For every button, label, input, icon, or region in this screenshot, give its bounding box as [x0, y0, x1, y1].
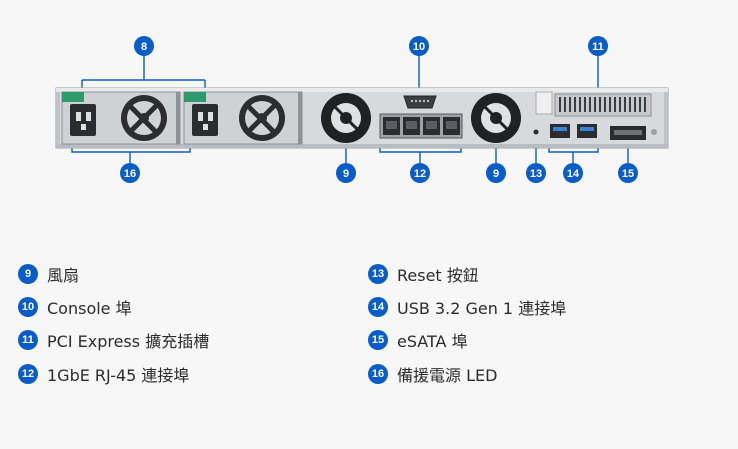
legend-badge: 16 — [368, 364, 388, 384]
legend-item-esata-port: 15 eSATA 埠 — [368, 329, 468, 351]
callout-badge-14: 14 — [563, 163, 583, 183]
legend-label: eSATA 埠 — [397, 332, 468, 351]
legend-item-fan: 9 風扇 — [18, 263, 79, 285]
legend-label: PCI Express 擴充插槽 — [47, 332, 210, 351]
legend-badge: 10 — [18, 297, 38, 317]
legend-item-redundant-power-led: 16 備援電源 LED — [368, 363, 497, 385]
leader-8 — [81, 54, 206, 98]
svg-text:9: 9 — [493, 168, 499, 180]
svg-text:13: 13 — [530, 168, 542, 180]
svg-text:14: 14 — [567, 168, 580, 180]
callout-badge-12: 12 — [410, 163, 430, 183]
svg-text:9: 9 — [343, 168, 349, 180]
callout-badge-13: 13 — [526, 163, 546, 183]
esata-port — [610, 126, 657, 140]
legend-badge: 15 — [368, 330, 388, 350]
legend-label: USB 3.2 Gen 1 連接埠 — [397, 299, 567, 318]
legend-label: 風扇 — [47, 266, 80, 285]
svg-text:12: 12 — [414, 168, 426, 180]
legend-label: Reset 按鈕 — [397, 266, 479, 285]
system-fan-1 — [321, 93, 371, 143]
svg-text:16: 16 — [124, 168, 136, 180]
svg-text:15: 15 — [622, 168, 634, 180]
legend-item-pcie-slot: 11 PCI Express 擴充插槽 — [18, 329, 209, 351]
legend-badge: 12 — [18, 364, 38, 384]
callout-badge-9-left: 9 — [336, 163, 356, 183]
callout-badge-8: 8 — [134, 36, 154, 56]
callout-badge-11: 11 — [588, 36, 608, 56]
legend-item-usb-port: 14 USB 3.2 Gen 1 連接埠 — [368, 296, 566, 318]
svg-text:8: 8 — [141, 41, 147, 53]
legend-badge: 9 — [18, 264, 38, 284]
power-supply-1 — [61, 91, 181, 145]
legend-label: Console 埠 — [47, 299, 132, 318]
system-fan-2 — [471, 93, 521, 143]
reset-button — [533, 129, 539, 135]
callout-badge-9-right: 9 — [486, 163, 506, 183]
rj45-ports — [379, 113, 463, 139]
psu-2-fan-grille — [239, 95, 285, 141]
legend-item-reset-button: 13 Reset 按鈕 — [368, 263, 479, 285]
callout-badge-15: 15 — [618, 163, 638, 183]
legend-badge: 14 — [368, 297, 388, 317]
console-port — [403, 95, 437, 109]
legend-badge: 13 — [368, 264, 388, 284]
power-supply-2 — [183, 91, 303, 145]
usb-ports — [550, 124, 597, 138]
legend-item-console-port: 10 Console 埠 — [18, 296, 132, 318]
pcie-expansion-slot — [535, 91, 652, 117]
legend-badge: 11 — [18, 330, 38, 350]
callout-badge-16: 16 — [120, 163, 140, 183]
legend-label: 1GbE RJ-45 連接埠 — [47, 366, 190, 385]
legend-label: 備援電源 LED — [397, 366, 498, 385]
svg-text:10: 10 — [413, 41, 425, 53]
psu-1-fan-grille — [121, 95, 167, 141]
callout-badge-10: 10 — [409, 36, 429, 56]
rear-panel-diagram: 8 10 11 9 12 9 13 14 15 16 — [55, 36, 669, 183]
legend-item-rj45-port: 12 1GbE RJ-45 連接埠 — [18, 363, 189, 385]
svg-text:11: 11 — [592, 41, 604, 53]
